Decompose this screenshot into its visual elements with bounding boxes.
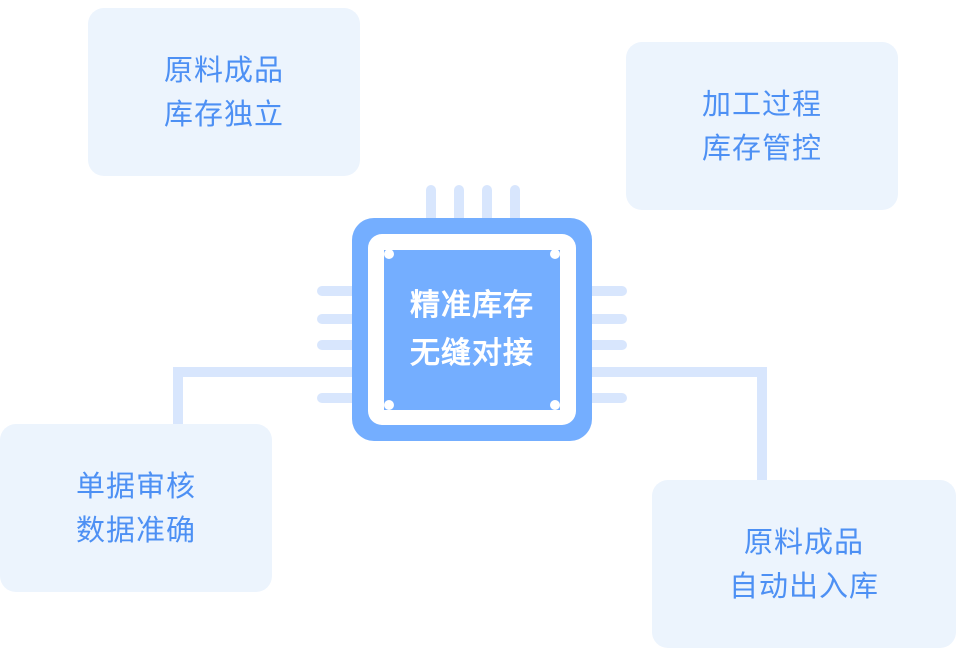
- box-line1: 加工过程: [701, 87, 822, 121]
- top-pin: [482, 185, 492, 225]
- left-connector-h: [173, 367, 358, 377]
- top-pin: [510, 185, 520, 225]
- feature-box-raw-finished-independent: 原料成品 库存独立: [88, 8, 360, 176]
- center-line1: 精准库存: [410, 288, 534, 323]
- chip-dot: [384, 249, 394, 259]
- left-connector-v: [173, 367, 183, 427]
- center-line2: 无缝对接: [410, 336, 534, 371]
- left-pin: [317, 314, 362, 324]
- feature-box-process-control: 加工过程 库存管控: [626, 42, 898, 210]
- box-line2: 数据准确: [75, 513, 196, 547]
- box-line1: 单据审核: [75, 469, 196, 503]
- chip-dot: [384, 400, 394, 410]
- box-line1: 原料成品: [163, 53, 284, 87]
- box-line2: 库存管控: [701, 131, 822, 165]
- top-pin: [426, 185, 436, 225]
- chip-core: 精准库存 无缝对接: [384, 250, 560, 410]
- right-pin: [582, 340, 627, 350]
- feature-box-auto-inout: 原料成品 自动出入库: [652, 480, 956, 648]
- feature-box-document-review: 单据审核 数据准确: [0, 424, 272, 592]
- box-line2: 自动出入库: [728, 569, 879, 603]
- left-pin: [317, 286, 362, 296]
- left-pin: [317, 340, 362, 350]
- right-pin: [582, 393, 627, 403]
- top-pin: [454, 185, 464, 225]
- right-pin: [582, 286, 627, 296]
- right-pin: [582, 314, 627, 324]
- left-pin: [317, 393, 362, 403]
- box-line1: 原料成品: [743, 525, 864, 559]
- right-connector-h: [586, 367, 767, 377]
- box-line2: 库存独立: [163, 97, 284, 131]
- chip-dot: [550, 249, 560, 259]
- right-connector-v: [757, 367, 767, 483]
- chip-dot: [550, 400, 560, 410]
